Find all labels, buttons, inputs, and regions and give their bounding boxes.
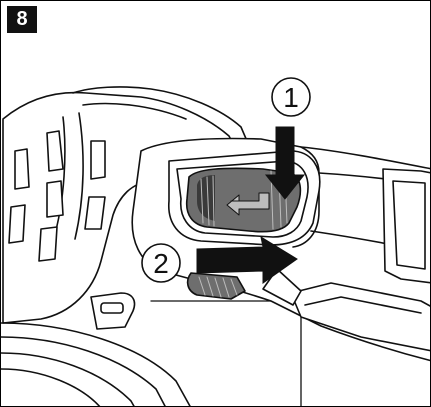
battery-grip-ribs <box>186 272 246 300</box>
release-latch-button <box>185 167 302 233</box>
step-number-badge: 8 <box>7 6 37 33</box>
callout-1-label: 1 <box>283 82 299 113</box>
press-down-arrow <box>264 126 306 200</box>
callout-2: 2 <box>141 243 181 283</box>
slide-forward-arrow <box>196 235 298 284</box>
callout-1: 1 <box>271 77 311 117</box>
callout-2-label: 2 <box>153 248 169 279</box>
